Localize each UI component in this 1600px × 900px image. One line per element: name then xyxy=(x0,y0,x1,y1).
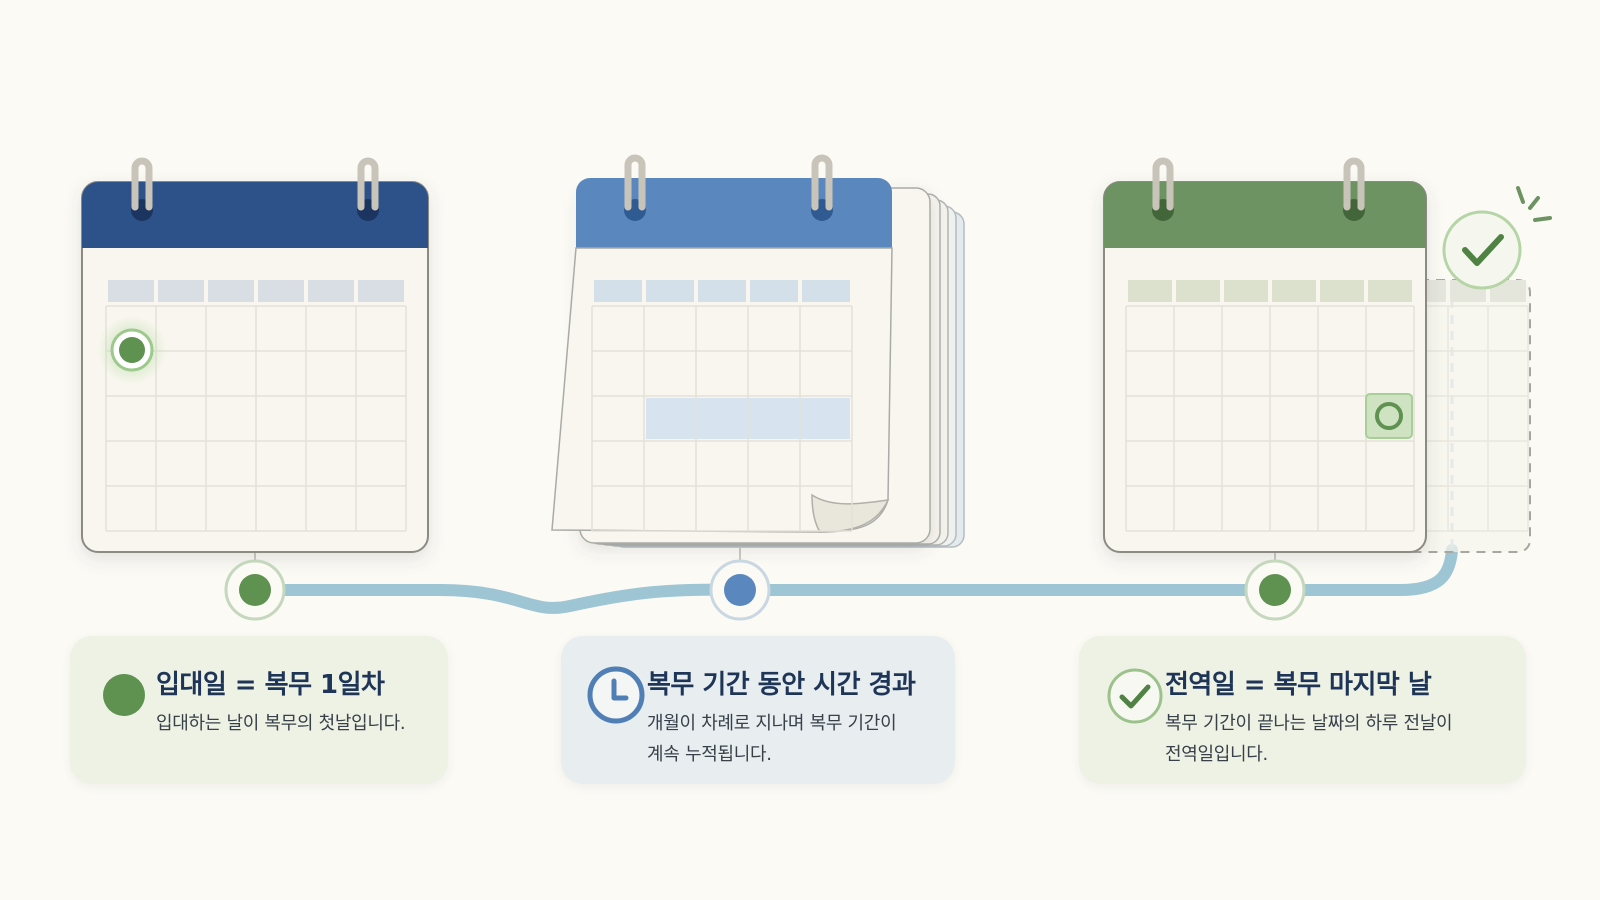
binder-ring xyxy=(1343,157,1365,211)
weekday-header-cell xyxy=(698,280,746,302)
weekday-header-cell xyxy=(258,280,304,302)
start-calendar xyxy=(81,157,429,553)
weekday-header-cell xyxy=(1272,280,1316,302)
end-day-marker xyxy=(1375,402,1403,430)
step-description: 개월이 차례로 지나며 복무 기간이 계속 누적됩니다. xyxy=(647,713,897,765)
end-calendar xyxy=(1103,157,1552,553)
weekday-header-cell xyxy=(1320,280,1364,302)
timeline-node-middle xyxy=(709,559,771,621)
weekday-header-cell xyxy=(358,280,404,302)
weekday-header-cell xyxy=(1224,280,1268,302)
binder-ring xyxy=(131,157,153,211)
weekday-header-cell xyxy=(1176,280,1220,302)
binder-ring xyxy=(357,157,379,211)
timeline-line xyxy=(249,544,1458,614)
filled-circle-icon xyxy=(103,674,145,716)
page-curl xyxy=(811,493,890,533)
calendar-header-navy xyxy=(82,182,428,248)
weekday-header-cell xyxy=(646,280,694,302)
weekday-header-cell xyxy=(1128,280,1172,302)
step-description: 입대하는 날이 복무의 첫날입니다. xyxy=(156,713,406,734)
elapsing-calendar-stack xyxy=(551,154,965,548)
step-description: 복무 기간이 끝나는 날짜의 하루 전날이 전역일입니다. xyxy=(1165,713,1453,765)
weekday-header-cell xyxy=(158,280,204,302)
clock-icon xyxy=(587,666,645,724)
sparkle-icon xyxy=(1516,186,1525,204)
step-card-end: 전역일 = 복무 마지막 날 복무 기간이 끝나는 날짜의 하루 전날이 전역일… xyxy=(1079,636,1526,784)
binder-ring xyxy=(624,154,646,211)
step-card-middle: 복무 기간 동안 시간 경과 개월이 차례로 지나며 복무 기간이 계속 누적됩… xyxy=(561,636,955,784)
weekday-header-cell xyxy=(108,280,154,302)
timeline-node-start xyxy=(224,559,286,621)
end-day-cell xyxy=(1365,393,1413,439)
binder-ring xyxy=(1152,157,1174,211)
weekday-header-cell xyxy=(208,280,254,302)
step-title: 전역일 = 복무 마지막 날 xyxy=(1165,670,1432,700)
completed-check-icon xyxy=(1442,210,1522,290)
step-card-start: 입대일 = 복무 1일차 입대하는 날이 복무의 첫날입니다. xyxy=(70,636,448,784)
binder-ring xyxy=(811,154,833,211)
weekday-header-cell xyxy=(594,280,642,302)
weekday-header-cell xyxy=(308,280,354,302)
step-title: 입대일 = 복무 1일차 xyxy=(156,670,385,700)
check-circle-icon xyxy=(1107,668,1163,724)
timeline-node-end xyxy=(1244,559,1306,621)
weekday-header-cell xyxy=(802,280,850,302)
weekday-header-cell xyxy=(1368,280,1412,302)
step-title: 복무 기간 동안 시간 경과 xyxy=(647,670,916,700)
weekday-header-cell xyxy=(750,280,798,302)
